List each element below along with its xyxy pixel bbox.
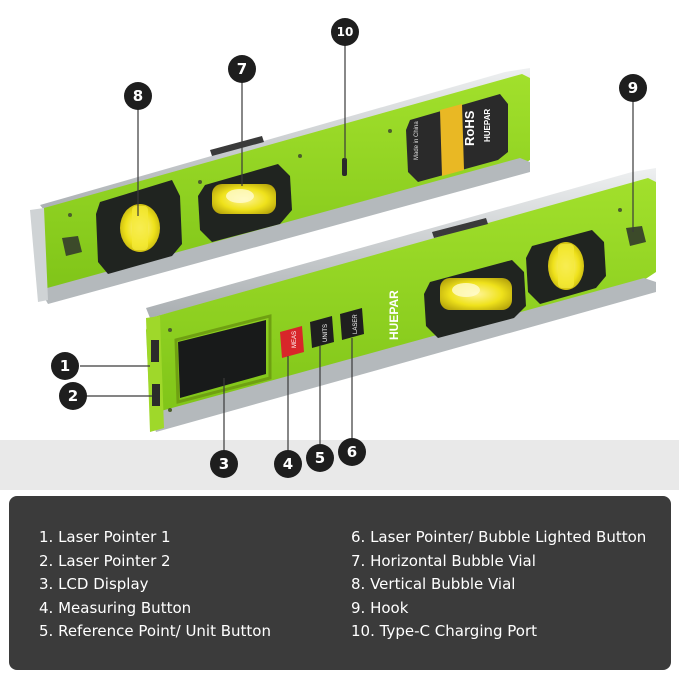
callout-5: 5 — [306, 444, 334, 472]
legend-item-3: 3. LCD Display — [39, 575, 149, 593]
lcd-display — [178, 320, 266, 398]
laser-pointer-1 — [151, 340, 159, 362]
brand-logo: HUEPAR — [387, 290, 401, 340]
svg-text:MEAS: MEAS — [292, 331, 298, 348]
svg-text:UNITS: UNITS — [323, 324, 329, 342]
svg-text:LASER: LASER — [353, 314, 359, 334]
made-in-label: Made in China — [414, 121, 420, 160]
legend-column-right: 6. Laser Pointer/ Bubble Lighted Button … — [351, 526, 646, 644]
back-hook-hole — [62, 236, 82, 256]
front-level-body — [146, 178, 656, 420]
callout-10: 10 — [331, 18, 359, 46]
legend-item-2: 2. Laser Pointer 2 — [39, 551, 171, 570]
callout-2: 2 — [59, 382, 87, 410]
front-horizontal-vial — [424, 260, 526, 338]
legend-item-1: 1. Laser Pointer 1 — [39, 528, 171, 546]
hook — [626, 226, 646, 246]
legend-item-6: 6. Laser Pointer/ Bubble Lighted Button — [351, 528, 647, 546]
back-level: RoHS Made in China HUEPAR — [30, 68, 530, 304]
rohs-mark: RoHS — [462, 110, 477, 146]
callout-1: 1 — [51, 352, 79, 380]
product-illustration: RoHS Made in China HUEPAR MEAS — [0, 44, 679, 490]
legend-item-10: 10. Type-C Charging Port — [351, 622, 538, 640]
front-level: MEAS UNITS LASER HUEPAR — [146, 168, 656, 432]
legend-panel: 1. Laser Pointer 1 2. Laser Pointer 2 3.… — [9, 496, 671, 670]
vertical-bubble-vial — [96, 180, 182, 274]
legend-column-left: 1. Laser Pointer 1 2. Laser Pointer 2 3.… — [39, 526, 271, 644]
legend-item-5: 5. Reference Point/ Unit Button — [39, 622, 271, 640]
laser-pointer-2 — [152, 384, 160, 406]
measure-button[interactable]: MEAS — [280, 326, 304, 358]
brand-label-back: HUEPAR — [483, 109, 492, 142]
callout-3: 3 — [210, 450, 238, 478]
legend-item-7: 7. Horizontal Bubble Vial — [351, 551, 536, 570]
leader-lines — [80, 44, 634, 452]
units-button[interactable]: UNITS — [310, 316, 334, 348]
front-vertical-vial — [526, 230, 606, 304]
horizontal-bubble-vial — [198, 164, 292, 242]
callout-9: 9 — [619, 74, 647, 102]
callout-6: 6 — [338, 438, 366, 466]
callout-8: 8 — [124, 82, 152, 110]
callout-4: 4 — [274, 450, 302, 478]
legend-item-8: 8. Vertical Bubble Vial — [351, 575, 516, 593]
laser-button[interactable]: LASER — [340, 308, 364, 340]
legend-item-4: 4. Measuring Button — [39, 598, 192, 617]
callout-7: 7 — [228, 55, 256, 83]
type-c-port — [342, 158, 347, 176]
legend-item-9: 9. Hook — [351, 598, 409, 617]
label-plate: RoHS Made in China HUEPAR — [406, 94, 508, 182]
